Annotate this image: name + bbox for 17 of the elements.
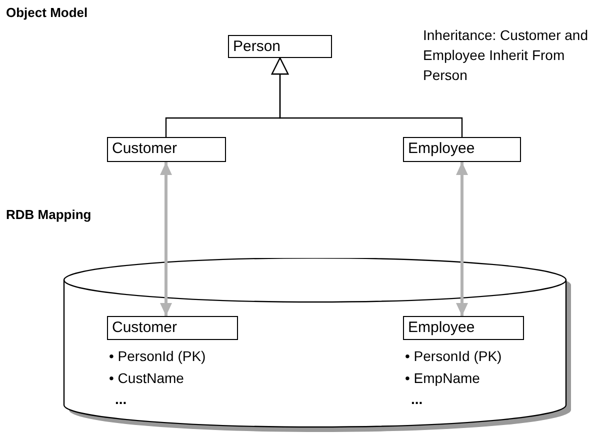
attribute-text: ... (115, 391, 127, 408)
double-arrow (456, 162, 468, 316)
attribute-text: • EmpName (405, 370, 480, 386)
double-arrow (160, 162, 172, 316)
class-box: Employee (403, 137, 521, 162)
attribute-text: ... (411, 391, 423, 408)
attribute-text: • CustName (109, 370, 184, 386)
attribute-text: • PersonId (PK) (405, 348, 502, 365)
class-box: Customer (107, 137, 226, 162)
section-heading: RDB Mapping (6, 207, 92, 222)
note-text: Inheritance: Customer and Employee Inherit From Person (423, 26, 589, 85)
inheritance-arrow (271, 57, 463, 137)
class-box: Customer (107, 316, 238, 340)
attribute-text: • PersonId (PK) (109, 348, 206, 365)
section-heading: Object Model (6, 5, 89, 20)
class-box: Employee (403, 316, 524, 340)
class-box: Person (228, 35, 332, 58)
